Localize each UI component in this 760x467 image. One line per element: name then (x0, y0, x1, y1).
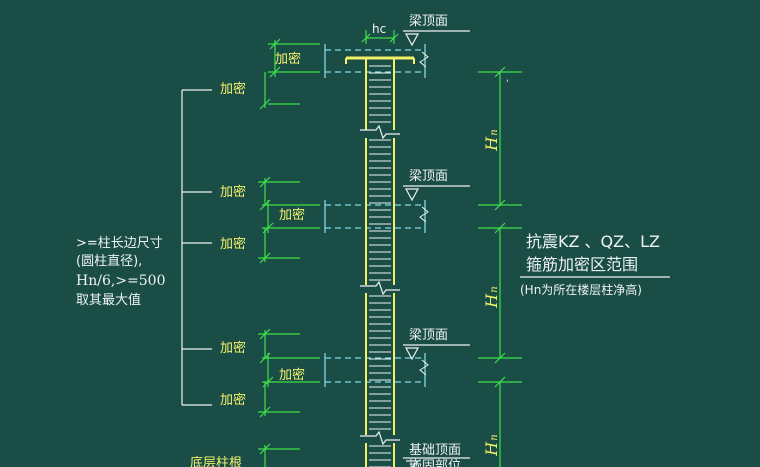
foundation-top-sub-label: 嵌固部位 (409, 459, 461, 467)
beam-top-label-3: 梁顶面 (409, 328, 448, 343)
hc-label: hc (372, 22, 386, 36)
column-break-marks (360, 124, 400, 446)
dense-label-5: 加密 (220, 392, 246, 408)
title-line3: (Hn为所在楼层柱净高) (520, 282, 642, 297)
title-line1: 抗震KZ 、QZ、LZ (526, 232, 660, 251)
dense-label-3: 加密 (220, 236, 246, 252)
beam-top-label-1: 梁顶面 (409, 14, 448, 29)
bottom-root-label: 底层柱根 (190, 455, 242, 467)
dense-zone-dimensions (258, 38, 320, 467)
svg-text:Hn: Hn (482, 434, 501, 456)
dense-label-1: 加密 (220, 81, 246, 97)
dense-label-4: 加密 (220, 340, 246, 356)
left-note-line3: Hn/6,>=500 (76, 273, 165, 289)
left-note-line2: (圆柱直径), (76, 254, 142, 269)
beam-top-label-2: 梁顶面 (409, 169, 448, 184)
dense-label-beam-mid: 加密 (279, 207, 305, 223)
foundation-top-label: 基础顶面 (409, 443, 461, 458)
dense-label-beam-top: 加密 (275, 51, 301, 67)
stray-mark: ' (506, 79, 508, 89)
hn-label-1: Hn (482, 129, 501, 151)
dense-label-2: 加密 (220, 184, 246, 200)
beam-top (324, 44, 426, 78)
beam-break-marks (419, 51, 429, 376)
hn-label-2: Hn (482, 286, 501, 308)
hn-label-3: Hn (482, 434, 501, 456)
left-bracket (181, 89, 212, 406)
beam-lower (324, 353, 426, 387)
title-line2: 箍筋加密区范围 (526, 255, 638, 274)
left-note-line4: 取其最大值 (76, 292, 141, 308)
svg-text:Hn: Hn (482, 129, 501, 151)
dense-label-beam-low: 加密 (279, 367, 305, 383)
column (345, 56, 415, 467)
hn-dimension-chain (478, 66, 522, 467)
hc-dimension (361, 30, 399, 44)
beam-top-markers (403, 30, 470, 361)
beam-middle (324, 200, 426, 233)
stirrups (369, 65, 391, 467)
foundation-marker (403, 457, 470, 467)
svg-text:Hn: Hn (482, 286, 501, 308)
left-note-line1: >=柱长边尺寸 (76, 236, 163, 251)
